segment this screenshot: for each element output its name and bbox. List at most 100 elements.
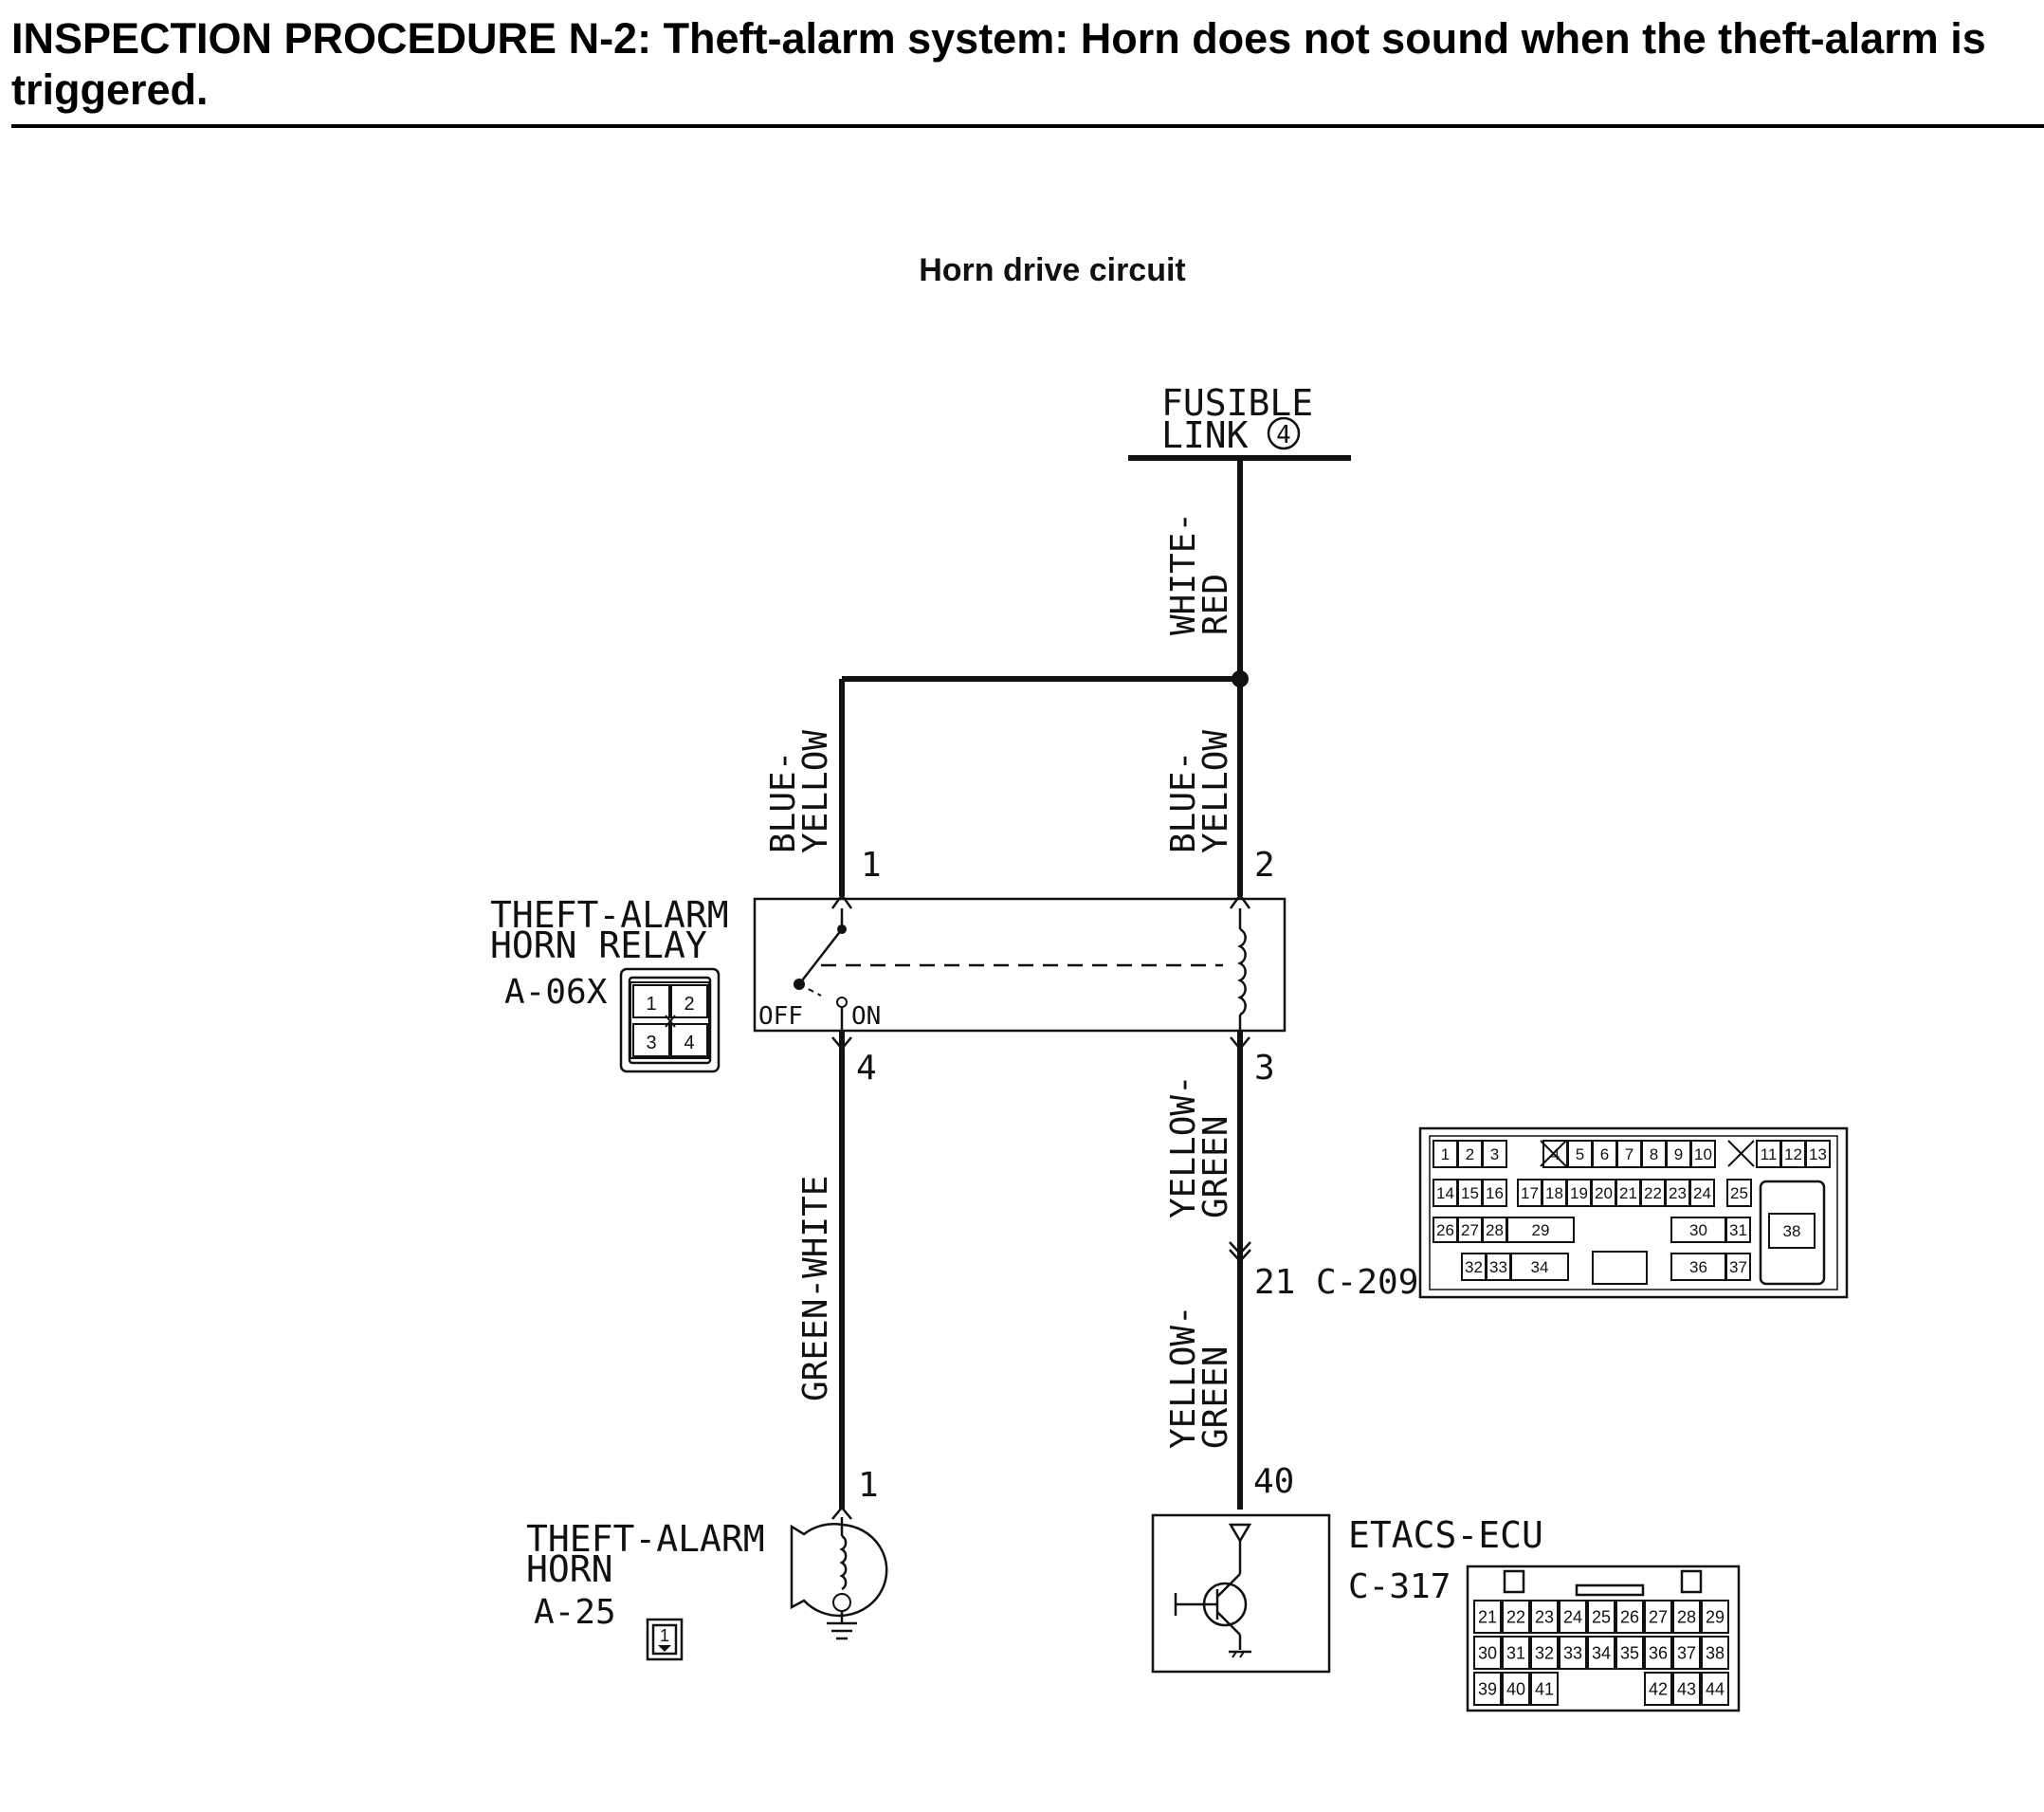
c209-pin-24: 24 (1693, 1184, 1711, 1202)
horn-pin-label: 1 (858, 1466, 879, 1505)
relay-terminal-4 (831, 1036, 852, 1051)
c317-pin-25-cell (1587, 1600, 1615, 1634)
c317-pin-23-cell (1530, 1600, 1559, 1634)
c209-pin-23: 23 (1669, 1184, 1687, 1202)
c317-pin-24-cell (1559, 1600, 1587, 1634)
horn-connector-face (646, 1618, 684, 1661)
c209-pin-31-cell (1725, 1217, 1751, 1243)
wire-label-white-red-2: RED (1196, 574, 1235, 635)
relay-name: THEFT-ALARM (490, 894, 729, 936)
c209-pin-3: 3 (1490, 1145, 1499, 1163)
c209-pin-34-cell (1510, 1253, 1569, 1281)
c209-pin-1: 1 (1441, 1145, 1450, 1163)
fusible-link-number: 4 (1276, 421, 1291, 449)
c209-pin-21-cell (1615, 1179, 1641, 1207)
horn-code: A-25 (534, 1593, 616, 1632)
c209-pin-21: 21 (1619, 1184, 1637, 1202)
c317-pin-39: 39 (1478, 1679, 1497, 1698)
c209-pin-12-cell (1780, 1140, 1806, 1168)
wire-label-blue-yellow-left-2: YELLOW (796, 730, 835, 853)
c209-pin-3-cell (1482, 1140, 1507, 1168)
c317-pin-21: 21 (1478, 1607, 1497, 1626)
c317-pin-30: 30 (1478, 1643, 1497, 1662)
c317-pin-31: 31 (1506, 1643, 1525, 1662)
wire-labels: WHITE- RED BLUE- YELLOW BLUE- YELLOW GRE… (764, 512, 1235, 1449)
c317-pin-34: 34 (1592, 1643, 1611, 1662)
c209-pin-30: 30 (1689, 1221, 1707, 1239)
c317-pin-42-cell (1644, 1672, 1672, 1706)
c209-pin-5: 5 (1576, 1145, 1584, 1163)
c209-pin-36: 36 (1689, 1258, 1707, 1276)
c317-pin-43: 43 (1677, 1679, 1696, 1698)
c317-pin-28: 28 (1677, 1607, 1696, 1626)
c209-pin-17: 17 (1521, 1184, 1539, 1202)
c209-pin-25: 25 (1730, 1184, 1748, 1202)
relay-coil (1237, 927, 1247, 1016)
relay-connector-pin-4: 4 (684, 1033, 694, 1053)
etacs-ecu: 40 ETACS-ECU C-317 (1151, 1462, 1543, 1674)
c209-pin-7: 7 (1625, 1145, 1633, 1163)
c209-pin-34: 34 (1531, 1258, 1549, 1276)
wire-label-yellow-green-lower: YELLOW- (1164, 1305, 1203, 1449)
c317-pin-44-cell (1701, 1672, 1729, 1706)
c209-pin-15-cell (1457, 1179, 1483, 1207)
c209-pin-27: 27 (1461, 1221, 1479, 1239)
theft-alarm-horn: THEFT-ALARM HORN A-25 1 1 (526, 1466, 888, 1661)
fusible-link: FUSIBLE LINK 4 (1128, 382, 1351, 461)
c317-pin-38-cell (1701, 1636, 1729, 1670)
fusible-link-label: FUSIBLE (1161, 382, 1313, 424)
c209-pin-6-cell (1592, 1140, 1617, 1168)
c317-pin-23: 23 (1535, 1607, 1554, 1626)
c209-pin-7-cell (1616, 1140, 1642, 1168)
relay-pin-4-label: 4 (856, 1049, 877, 1088)
theft-alarm-horn-relay: THEFT-ALARM HORN RELAY A-06X 1 2 3 4 1 2 (490, 846, 1287, 1088)
c209-pin-10-cell (1690, 1140, 1716, 1168)
junction-connector-c209: 21 C-209 (1229, 1241, 1418, 1302)
relay-connector-pin-3: 3 (646, 1033, 656, 1053)
c209-pin-38: 38 (1783, 1222, 1801, 1240)
horn-coil (839, 1534, 848, 1591)
c317-pin-26-cell (1615, 1600, 1644, 1634)
c317-pin-28-cell (1672, 1600, 1701, 1634)
c317-pin-32: 32 (1535, 1643, 1554, 1662)
fusible-link-number-circle (1267, 416, 1301, 450)
c209-pin-36-cell (1670, 1253, 1726, 1281)
c209-pin-6: 6 (1600, 1145, 1609, 1163)
c209-pin-25-cell (1726, 1179, 1752, 1207)
c317-pin-40: 40 (1506, 1679, 1525, 1698)
ecu-body (1151, 1513, 1331, 1674)
c317-pin-22: 22 (1506, 1607, 1525, 1626)
c209-pin-9-cell (1666, 1140, 1691, 1168)
c209-pin-30-cell (1670, 1217, 1726, 1243)
c209-pin-32-cell (1461, 1253, 1487, 1281)
c209-pin-11-cell (1756, 1140, 1781, 1168)
title-underline (11, 124, 2044, 128)
c317-pin-35-cell (1615, 1636, 1644, 1670)
c209-pin-18: 18 (1545, 1184, 1563, 1202)
c209-pin-20: 20 (1595, 1184, 1613, 1202)
relay-terminal-2 (1229, 892, 1251, 909)
c317-pin-39-cell (1473, 1672, 1502, 1706)
diagram-title: Horn drive circuit (919, 252, 1186, 288)
relay-off-label: OFF (758, 1002, 803, 1031)
c209-pin-14: 14 (1436, 1184, 1454, 1202)
junction-code-label: C-209 (1316, 1263, 1418, 1302)
c317-pin-29: 29 (1706, 1607, 1725, 1626)
c209-pin-37-cell (1725, 1253, 1751, 1281)
c209-pin-22-cell (1640, 1179, 1666, 1207)
c209-pin-13: 13 (1809, 1145, 1827, 1163)
page-title: INSPECTION PROCEDURE N-2: Theft-alarm sy… (11, 14, 1986, 114)
c317-pin-36: 36 (1649, 1643, 1668, 1662)
relay-pin-3-label: 3 (1254, 1049, 1275, 1088)
c317-pin-37: 37 (1677, 1643, 1696, 1662)
c317-pin-35: 35 (1620, 1643, 1639, 1662)
relay-code: A-06X (504, 973, 608, 1012)
relay-switch-blade (798, 928, 843, 985)
c317-pin-22-cell (1502, 1600, 1530, 1634)
c209-pin-16: 16 (1486, 1184, 1504, 1202)
fusible-link-label-2: LINK (1161, 414, 1249, 456)
c317-pin-26: 26 (1620, 1607, 1639, 1626)
